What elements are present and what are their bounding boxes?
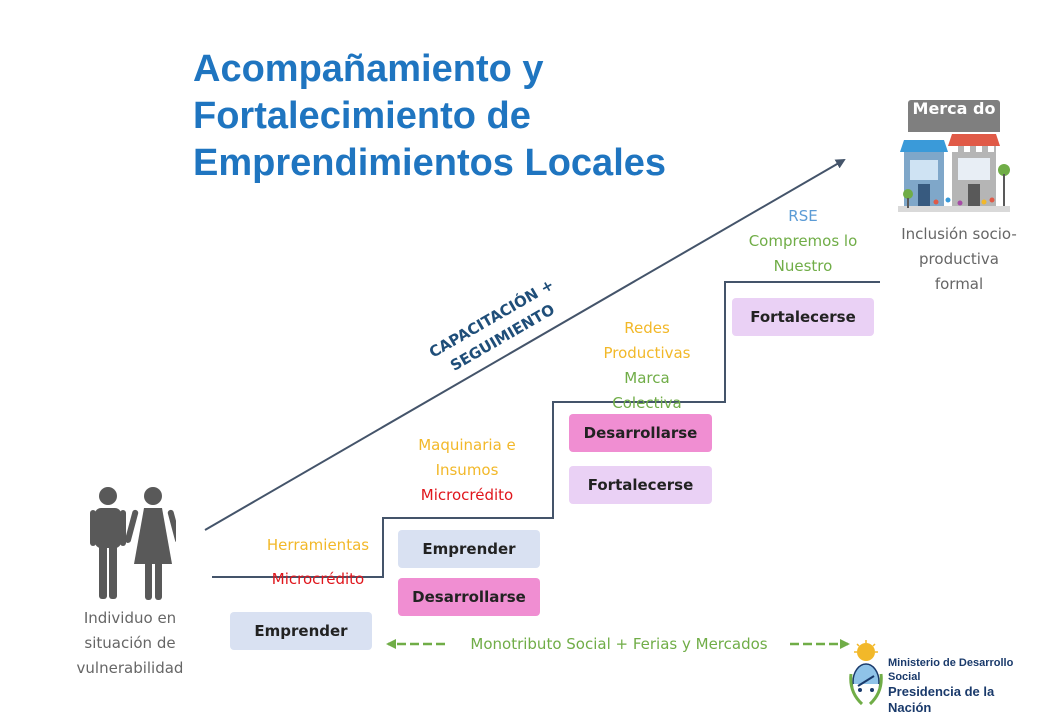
- start-label-line: situación de: [84, 634, 176, 652]
- step-label: Colectiva: [612, 394, 682, 412]
- ministry-line1: Ministerio de Desarrollo Social: [888, 657, 1014, 683]
- step2-labels: Maquinaria e Insumos Microcrédito: [392, 433, 542, 508]
- step-label: Insumos: [435, 461, 499, 479]
- page-title: Acompañamiento y Fortalecimiento de Empr…: [193, 46, 753, 187]
- box-fortalecerse: Fortalecerse: [569, 466, 712, 504]
- step-label: Marca: [624, 369, 670, 387]
- start-label-line: Individuo en: [83, 609, 177, 627]
- market-tag: Merca do: [908, 100, 1000, 132]
- staircase-line: [212, 281, 880, 578]
- ministry-logo-text: Ministerio de Desarrollo Social Presiden…: [888, 656, 1040, 716]
- bottom-bar-label: Monotributo Social + Ferias y Mercados: [470, 635, 768, 653]
- step-label: Compremos lo: [748, 232, 858, 250]
- step-label: Microcrédito: [420, 486, 514, 504]
- ministry-line2: Presidencia de la Nación: [888, 684, 995, 715]
- diagonal-arrow: [204, 158, 846, 531]
- step-label: Microcrédito: [271, 570, 365, 588]
- step-label: Redes: [624, 319, 670, 337]
- box-emprender: Emprender: [398, 530, 540, 568]
- step1-labels: Herramientas Microcrédito: [253, 528, 383, 596]
- step-label: Maquinaria e: [418, 436, 516, 454]
- box-desarrollarse: Desarrollarse: [398, 578, 540, 616]
- step-label: Productivas: [603, 344, 691, 362]
- start-label-line: vulnerabilidad: [76, 659, 184, 677]
- title-line: Fortalecimiento de: [193, 95, 531, 137]
- end-label-line: formal: [934, 275, 984, 293]
- storefront-icon: [898, 134, 1010, 212]
- box-fortalecerse: Fortalecerse: [732, 298, 874, 336]
- box-emprender: Emprender: [230, 612, 372, 650]
- start-label: Individuo en situación de vulnerabilidad: [55, 606, 205, 681]
- coat-of-arms-icon: [849, 640, 883, 706]
- step-label: Herramientas: [266, 536, 370, 554]
- step-label: Nuestro: [773, 257, 833, 275]
- title-line: Acompañamiento y: [193, 48, 544, 90]
- step3-labels: Redes Productivas Marca Colectiva: [577, 316, 717, 412]
- step-label: RSE: [788, 207, 818, 225]
- box-desarrollarse: Desarrollarse: [569, 414, 712, 452]
- title-line: Emprendimientos Locales: [193, 142, 667, 184]
- end-label: Inclusión socio- productiva formal: [884, 222, 1034, 297]
- end-label-line: Inclusión socio-: [901, 225, 1017, 243]
- step4-labels: RSE Compremos lo Nuestro: [728, 204, 878, 279]
- people-icon: [90, 487, 176, 600]
- end-label-line: productiva: [919, 250, 999, 268]
